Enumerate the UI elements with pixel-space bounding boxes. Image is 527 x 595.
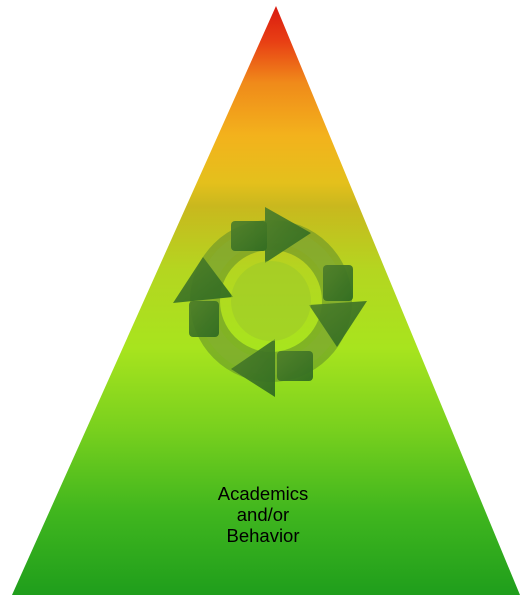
label-line-2: and/or — [236, 504, 290, 525]
cycle-arrows-icon — [173, 207, 367, 397]
label-line-1: Academics — [217, 483, 309, 504]
label-line-3: Behavior — [226, 525, 300, 546]
tier-label: Academics and/or Behavior — [163, 483, 363, 546]
